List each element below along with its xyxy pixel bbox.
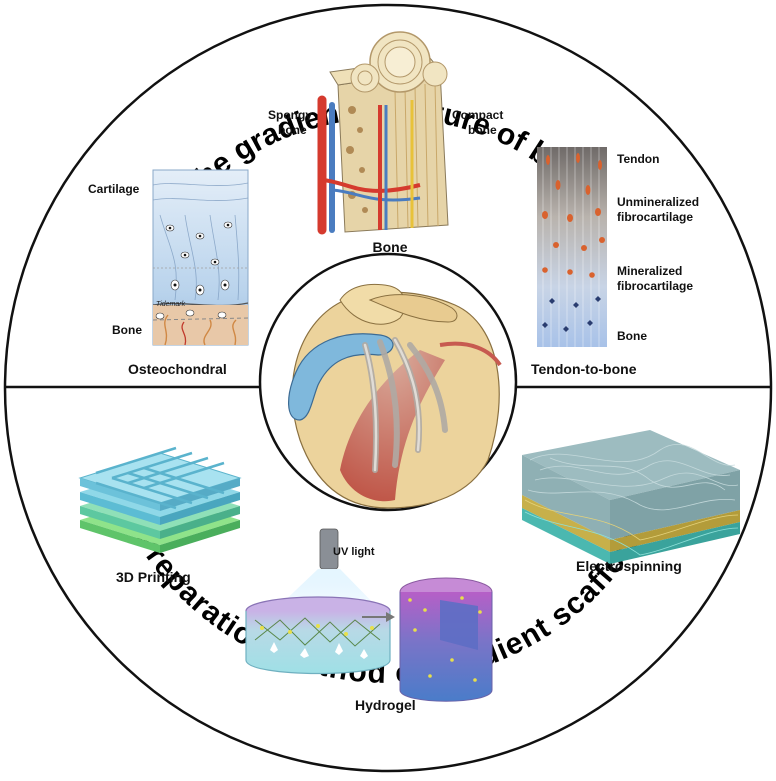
bone-illustration <box>317 31 449 235</box>
shoulder-illustration <box>258 252 518 512</box>
printing-illustration <box>78 446 242 553</box>
tidemark-label: Tidemark <box>156 301 186 308</box>
tendon-bone-label: Bone <box>617 329 647 343</box>
tendon-label: Tendon <box>617 152 659 166</box>
cartilage-label: Cartilage <box>88 182 140 196</box>
osteo-bone-label: Bone <box>112 323 142 337</box>
compact-label-1: Compact <box>452 108 503 122</box>
arrow-icon <box>386 612 395 622</box>
mineralized-label-2: fibrocartilage <box>617 279 693 293</box>
unmineralized-label-1: Unmineralized <box>617 195 699 209</box>
compact-label-2: bone <box>468 123 497 137</box>
electrospinning-illustration <box>522 430 740 564</box>
osteochondral-illustration <box>152 169 249 346</box>
bone-caption: Bone <box>373 239 408 255</box>
hydrogel-caption: Hydrogel <box>355 697 416 713</box>
osteochondral-caption: Osteochondral <box>128 361 227 377</box>
mineralized-label-1: Mineralized <box>617 264 682 278</box>
spongy-label-2: bone <box>278 123 307 137</box>
unmineralized-label-2: fibrocartilage <box>617 210 693 224</box>
hydrogel-illustration <box>245 528 493 702</box>
electrospinning-caption: Electrospinning <box>576 558 682 574</box>
printing-caption: 3D Printing <box>116 569 191 585</box>
spongy-label-1: Spongy <box>268 108 312 122</box>
tendon-caption: Tendon-to-bone <box>531 361 637 377</box>
uv-label: UV light <box>333 546 375 558</box>
tendon-illustration <box>537 147 607 347</box>
